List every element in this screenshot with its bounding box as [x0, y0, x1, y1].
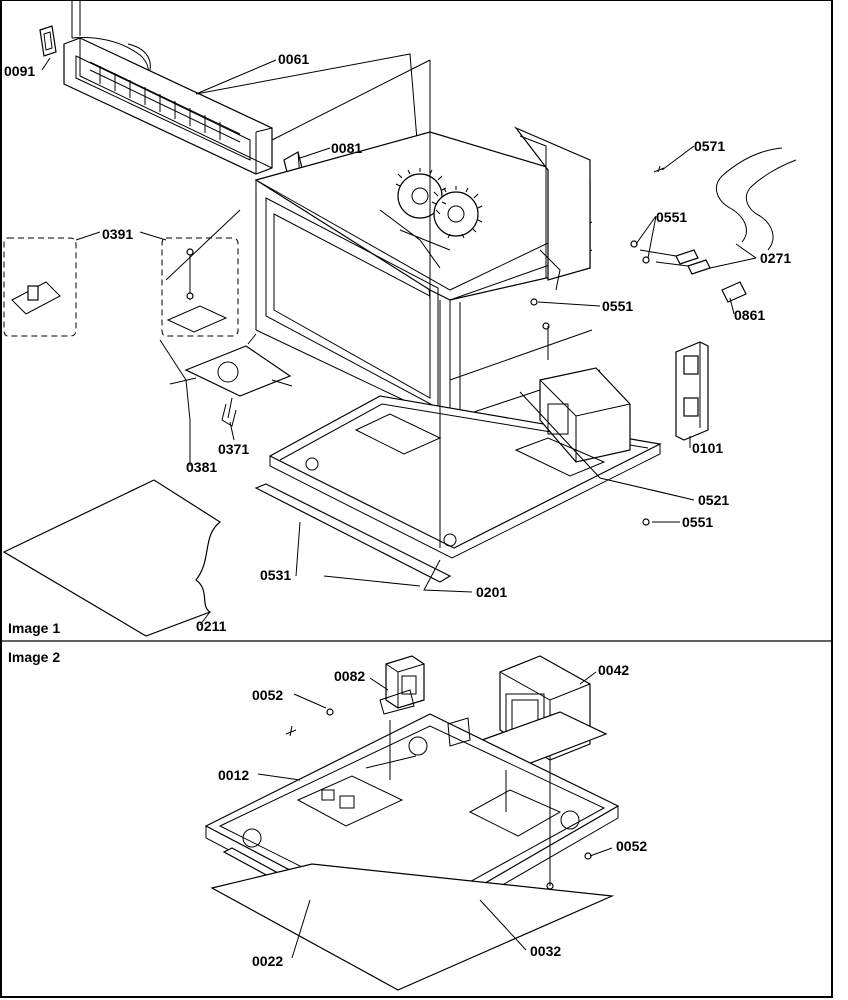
- callout-0571: 0571: [694, 138, 725, 154]
- callout-0551-mid: 0551: [602, 298, 633, 314]
- detail-0391-boxes: [3, 209, 241, 337]
- image-2-section: Image 2: [8, 649, 647, 991]
- callout-0371: 0371: [218, 441, 249, 457]
- turntable-gears: [395, 168, 483, 239]
- callout-0271: 0271: [760, 250, 791, 266]
- part-0571-screw: [653, 165, 665, 173]
- callout-0052-right: 0052: [616, 838, 647, 854]
- screw-0551: [530, 298, 538, 306]
- part-0082-relay: [379, 655, 425, 715]
- callout-0101: 0101: [692, 440, 723, 456]
- callout-0052-top: 0052: [252, 687, 283, 703]
- callout-0091: 0091: [4, 63, 35, 79]
- part-0861-bracket: [721, 281, 747, 303]
- screw-0551: [642, 518, 650, 526]
- callout-0201: 0201: [476, 584, 507, 600]
- screw-0052: [326, 708, 334, 716]
- screw-0551: [642, 256, 650, 264]
- guide-line: [271, 59, 431, 141]
- leader-lines-image-1: [41, 57, 757, 626]
- callout-0022: 0022: [252, 953, 283, 969]
- part-0211-cover-sheet: [2, 479, 222, 637]
- callout-0551-low: 0551: [682, 514, 713, 530]
- callout-0032: 0032: [530, 943, 561, 959]
- screw-0052: [285, 725, 297, 737]
- base-plate-0201: [268, 367, 662, 559]
- callout-0012: 0012: [218, 767, 249, 783]
- callout-0391: 0391: [102, 226, 133, 242]
- callout-0211: 0211: [196, 618, 227, 634]
- image-1-label: Image 1: [8, 620, 60, 636]
- image-2-label: Image 2: [8, 649, 60, 665]
- callout-0061: 0061: [278, 51, 309, 67]
- part-0381-turntable-support: [169, 333, 293, 427]
- callout-0081: 0081: [331, 140, 362, 156]
- image-1-section: 0091 0061 0081 0571 0551 0271 0391 0551 …: [2, 0, 797, 637]
- part-0042-transformer: [480, 655, 608, 765]
- callout-0381: 0381: [186, 459, 217, 475]
- callout-0521: 0521: [698, 492, 729, 508]
- part-0061-control-panel: [63, 0, 273, 175]
- leader-lines-image-2: [257, 671, 613, 959]
- callout-0042: 0042: [598, 662, 629, 678]
- callout-0531: 0531: [260, 567, 291, 583]
- part-0271-wire-harness: [639, 147, 797, 275]
- part-0531-rail: [254, 483, 452, 583]
- callout-0861: 0861: [734, 307, 765, 323]
- callout-0082: 0082: [334, 668, 365, 684]
- part-0101-switch-bracket: [675, 341, 709, 441]
- keypad-grid: [89, 61, 241, 143]
- callout-0551-top: 0551: [656, 209, 687, 225]
- part-0032-cover-sheet: [210, 863, 615, 991]
- part-0091-clip: [39, 25, 57, 57]
- screw-0551: [630, 240, 638, 248]
